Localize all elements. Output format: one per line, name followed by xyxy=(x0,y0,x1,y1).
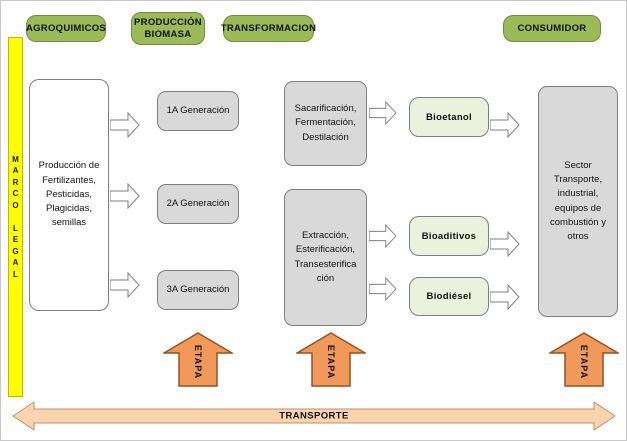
stage-header-produccion-biomasa: PRODUCCIÓN BIOMASA xyxy=(131,12,205,45)
stage-header-agroquimicos: AGROQUIMICOS xyxy=(26,15,106,42)
generation-2-box: 2A Generación xyxy=(157,184,239,224)
etapa-arrow-3-label: ETAPA xyxy=(579,345,589,380)
marco-legal-bar: M A R C O L E G A L xyxy=(8,37,23,397)
stage-header-consumidor: CONSUMIDOR xyxy=(503,15,601,42)
flow-arrow-bioaditivos-consumer xyxy=(490,231,520,257)
etapa-arrow-1: ETAPA xyxy=(163,332,233,387)
agrochemicals-box: Producción de Fertilizantes, Pesticidas,… xyxy=(29,79,109,311)
transporte-arrow-label: TRANSPORTE xyxy=(279,410,349,422)
generation-1-box: 1A Generación xyxy=(157,91,239,131)
bioetanol-box: Bioetanol xyxy=(409,97,489,137)
biodiesel-box: Biodiésel xyxy=(409,277,489,316)
flow-arrow-extraccion-biodiesel xyxy=(369,277,397,301)
etapa-arrow-1-label: ETAPA xyxy=(193,345,203,380)
transporte-arrow: TRANSPORTE xyxy=(12,400,616,432)
flow-arrow-sacarificacion-bioetanol xyxy=(369,101,397,125)
extraction-box: Extracción, Esterificación, Transesterif… xyxy=(284,189,367,326)
flow-arrow-biodiesel-consumer xyxy=(490,284,520,310)
consumer-sector-box: Sector Transporte, industrial, equipos d… xyxy=(538,86,618,317)
etapa-arrow-3: ETAPA xyxy=(549,332,619,387)
flow-arrow-agro-gen2 xyxy=(110,183,140,209)
saccharification-box: Sacarificación, Fermentación, Destilació… xyxy=(284,81,367,166)
flow-arrow-agro-gen1 xyxy=(110,112,140,138)
etapa-arrow-2-label: ETAPA xyxy=(326,345,336,380)
stage-header-transformacion: TRANSFORMACION xyxy=(221,15,316,42)
generation-3-box: 3A Generación xyxy=(157,270,239,310)
etapa-arrow-2: ETAPA xyxy=(296,332,366,387)
flow-arrow-bioetanol-consumer xyxy=(490,112,520,138)
bioaditivos-box: Bioaditivos xyxy=(409,216,489,256)
flow-arrow-extraccion-bioaditivos xyxy=(369,224,397,248)
flow-arrow-agro-gen3 xyxy=(110,272,140,298)
